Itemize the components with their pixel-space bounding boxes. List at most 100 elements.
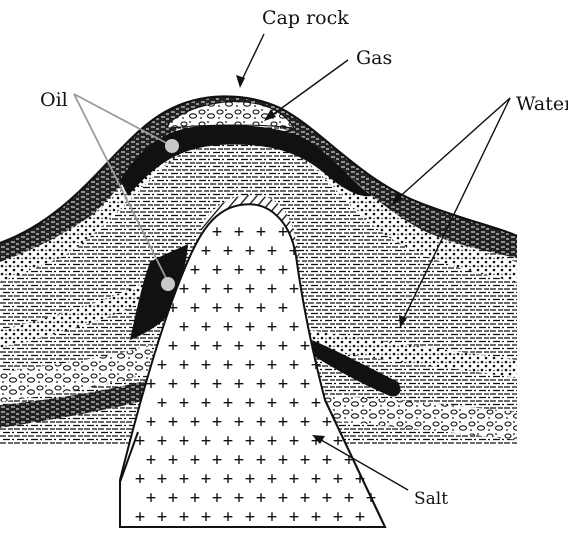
salt-plus-mark: + — [311, 469, 321, 489]
salt-plus-mark: + — [267, 469, 277, 489]
salt-plus-mark: + — [245, 355, 255, 375]
salt-plus-mark: + — [289, 507, 299, 527]
salt-plus-mark: + — [234, 222, 244, 242]
salt-plus-mark: + — [223, 431, 233, 451]
salt-plus-mark: + — [201, 279, 211, 299]
salt-plus-mark: + — [267, 431, 277, 451]
salt-plus-mark: + — [267, 393, 277, 413]
water-leader-1 — [396, 98, 510, 200]
salt-plus-mark: + — [267, 317, 277, 337]
salt-plus-mark: + — [366, 488, 376, 508]
salt-plus-mark: + — [256, 260, 266, 280]
salt-plus-mark: + — [289, 469, 299, 489]
salt-plus-mark: + — [300, 336, 310, 356]
salt-plus-mark: + — [223, 355, 233, 375]
salt-plus-mark: + — [256, 222, 266, 242]
salt-plus-mark: + — [201, 317, 211, 337]
salt-plus-mark: + — [234, 488, 244, 508]
salt-plus-mark: + — [179, 469, 189, 489]
salt-plus-mark: + — [168, 298, 178, 318]
salt-plus-mark: + — [300, 412, 310, 432]
salt-plus-mark: + — [212, 222, 222, 242]
label-gas: Gas — [356, 47, 392, 69]
salt-plus-mark: + — [201, 393, 211, 413]
salt-plus-mark: + — [289, 241, 299, 261]
salt-plus-mark: + — [234, 336, 244, 356]
salt-plus-mark: + — [201, 469, 211, 489]
salt-plus-mark: + — [278, 222, 288, 242]
salt-plus-mark: + — [146, 488, 156, 508]
salt-plus-mark: + — [300, 488, 310, 508]
salt-plus-mark: + — [223, 393, 233, 413]
salt-plus-mark: + — [190, 412, 200, 432]
salt-plus-mark: + — [234, 260, 244, 280]
salt-plus-mark: + — [278, 260, 288, 280]
salt-plus-mark: + — [190, 450, 200, 470]
salt-plus-mark: + — [289, 393, 299, 413]
salt-plus-mark: + — [245, 431, 255, 451]
oil-marker-2 — [161, 277, 175, 291]
salt-plus-mark: + — [289, 279, 299, 299]
salt-plus-mark: + — [355, 469, 365, 489]
salt-plus-mark: + — [322, 450, 332, 470]
salt-plus-mark: + — [157, 431, 167, 451]
salt-plus-mark: + — [157, 507, 167, 527]
salt-plus-mark: + — [278, 298, 288, 318]
salt-plus-mark: + — [179, 431, 189, 451]
salt-plus-mark: + — [234, 298, 244, 318]
salt-plus-mark: + — [278, 412, 288, 432]
salt-plus-mark: + — [179, 279, 189, 299]
salt-plus-mark: + — [311, 355, 321, 375]
salt-plus-mark: + — [223, 469, 233, 489]
salt-plus-mark: + — [190, 488, 200, 508]
salt-plus-mark: + — [168, 412, 178, 432]
oil-marker-1 — [165, 139, 179, 153]
salt-plus-mark: + — [256, 450, 266, 470]
salt-plus-mark: + — [212, 374, 222, 394]
salt-plus-mark: + — [212, 450, 222, 470]
salt-plus-mark: + — [179, 393, 189, 413]
salt-plus-mark: + — [190, 298, 200, 318]
salt-plus-mark: + — [201, 241, 211, 261]
salt-plus-mark: + — [245, 279, 255, 299]
salt-plus-mark: + — [212, 412, 222, 432]
salt-plus-mark: + — [190, 374, 200, 394]
salt-plus-mark: + — [234, 412, 244, 432]
salt-plus-mark: + — [201, 355, 211, 375]
salt-plus-mark: + — [245, 393, 255, 413]
gas-leader — [268, 60, 348, 118]
salt-plus-mark: + — [201, 507, 211, 527]
salt-plus-mark: + — [212, 336, 222, 356]
salt-plus-mark: + — [201, 431, 211, 451]
salt-plus-mark: + — [289, 355, 299, 375]
salt-plus-mark: + — [267, 279, 277, 299]
salt-plus-mark: + — [168, 450, 178, 470]
salt-plus-mark: + — [179, 355, 189, 375]
salt-plus-mark: + — [157, 355, 167, 375]
label-water: Water — [516, 93, 568, 115]
salt-plus-mark: + — [333, 469, 343, 489]
salt-plus-mark: + — [300, 374, 310, 394]
label-cap-rock: Cap rock — [262, 7, 349, 29]
salt-plus-mark: + — [190, 260, 200, 280]
salt-plus-mark: + — [223, 317, 233, 337]
salt-plus-mark: + — [168, 374, 178, 394]
salt-plus-mark: + — [333, 507, 343, 527]
salt-plus-mark: + — [190, 336, 200, 356]
label-salt: Salt — [414, 489, 448, 509]
label-oil: Oil — [40, 89, 68, 111]
salt-plus-mark: + — [168, 336, 178, 356]
salt-plus-mark: + — [256, 374, 266, 394]
cap-rock-leader — [240, 34, 264, 84]
salt-plus-mark: + — [234, 374, 244, 394]
salt-plus-mark: + — [278, 336, 288, 356]
salt-plus-mark: + — [289, 431, 299, 451]
salt-plus-mark: + — [267, 241, 277, 261]
salt-plus-mark: + — [344, 450, 354, 470]
salt-plus-mark: + — [146, 412, 156, 432]
salt-plus-mark: + — [256, 488, 266, 508]
salt-plus-mark: + — [157, 393, 167, 413]
salt-plus-mark: + — [245, 507, 255, 527]
salt-plus-mark: + — [245, 469, 255, 489]
